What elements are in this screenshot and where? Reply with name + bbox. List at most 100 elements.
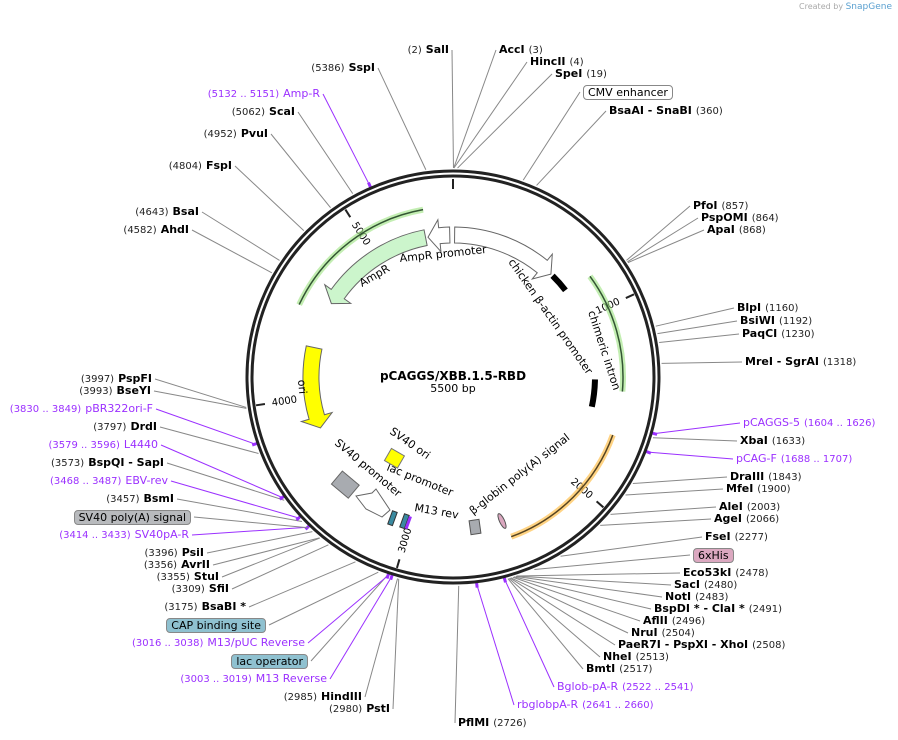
label-connector xyxy=(600,518,712,526)
enzyme-site-fspi[interactable]: (4804)FspI xyxy=(165,160,232,173)
enzyme-site-nrui[interactable]: NruI(2504) xyxy=(631,627,699,640)
enzyme-site-pvui[interactable]: (4952)PvuI xyxy=(200,128,268,141)
label-connector xyxy=(451,49,454,169)
label-name: BsaAI - SnaBI xyxy=(609,104,692,117)
bglobin-polya-feature[interactable] xyxy=(468,518,482,536)
enzyme-site-saci[interactable]: SacI(2480) xyxy=(674,579,741,592)
plasmid-name: pCAGGS/XBB.1.5-RBD xyxy=(380,369,526,383)
ruler-tick xyxy=(595,500,605,509)
label-position: (1900) xyxy=(757,484,791,495)
enzyme-site-acci[interactable]: AccI(3) xyxy=(499,44,547,57)
m13-rev-primer[interactable] xyxy=(404,516,412,530)
cap-binding-site-feature[interactable] xyxy=(387,510,398,527)
feature-cmv[interactable]: CMV enhancer xyxy=(583,85,673,100)
enzyme-site-bsai[interactable]: (4643)BsaI xyxy=(131,206,199,219)
enzyme-site-alei[interactable]: AleI(2003) xyxy=(719,501,784,514)
label-position: (360) xyxy=(695,106,723,117)
enzyme-site-draiii[interactable]: DraIII(1843) xyxy=(730,471,806,484)
enzyme-site-sspi[interactable]: (5386)SspI xyxy=(307,62,375,75)
enzyme-site-aflii[interactable]: AflII(2496) xyxy=(643,615,709,628)
enzyme-site-eco53ki[interactable]: Eco53kI(2478) xyxy=(683,567,773,580)
feature-6xhis[interactable]: 6xHis xyxy=(693,548,734,563)
enzyme-site-psii[interactable]: (3396)PsiI xyxy=(140,547,204,560)
label-connector xyxy=(322,93,371,186)
label-position: (5062) xyxy=(231,107,266,118)
enzyme-site-noti[interactable]: NotI(2483) xyxy=(665,591,732,604)
primer-pcagf[interactable]: pCAG-F(1688 .. 1707) xyxy=(736,453,856,466)
chimeric-intron-segment[interactable] xyxy=(550,273,568,293)
label-position: (3) xyxy=(528,45,543,56)
label-connector xyxy=(310,575,388,662)
cba-promoter-arrow[interactable] xyxy=(454,226,553,280)
label-connector xyxy=(661,361,743,364)
primer-rbglobpar[interactable]: rbglobpA-R(2641 .. 2660) xyxy=(517,699,658,712)
enzyme-site-bspqi[interactable]: (3573)BspQI - SapI xyxy=(47,457,164,470)
enzyme-site-apai[interactable]: ApaI(868) xyxy=(707,224,770,237)
enzyme-site-hindiii[interactable]: (2985)HindIII xyxy=(280,691,362,704)
enzyme-site-pflmi[interactable]: PflMI(2726) xyxy=(458,717,531,730)
enzyme-site-sfii[interactable]: (3309)SfiI xyxy=(168,583,229,596)
lac-operator-feature[interactable] xyxy=(399,513,410,530)
label-connector xyxy=(560,536,703,557)
enzyme-site-pfoi[interactable]: PfoI(857) xyxy=(693,200,752,213)
enzyme-site-paqci[interactable]: PaqCI(1230) xyxy=(742,328,819,341)
primer-l4440[interactable]: (3579 .. 3596)L4440 xyxy=(44,439,158,452)
ampr-promoter-arrow[interactable] xyxy=(427,218,451,254)
enzyme-site-pspomi[interactable]: PspOMI(864) xyxy=(701,212,783,225)
enzyme-site-fsei[interactable]: FseI(2277) xyxy=(705,531,772,544)
chimeric-intron-segment[interactable] xyxy=(588,379,598,408)
chimeric-intron-track[interactable] xyxy=(589,275,624,392)
primer-pbr322orif[interactable]: (3830 .. 3849)pBR322ori-F xyxy=(6,403,153,416)
enzyme-site-stui[interactable]: (3355)StuI xyxy=(153,571,219,584)
label-position: (2726) xyxy=(493,718,527,729)
primer-m13[interactable]: (3003 .. 3019)M13 Reverse xyxy=(176,673,327,686)
enzyme-site-sali[interactable]: (2)SalI xyxy=(404,44,449,57)
label-connector xyxy=(454,585,460,724)
enzyme-site-avrii[interactable]: (3356)AvrII xyxy=(140,559,210,572)
primer-bglobpar[interactable]: Bglob-pA-R(2522 .. 2541) xyxy=(557,681,698,694)
enzyme-site-agei[interactable]: AgeI(2066) xyxy=(714,513,783,526)
ampr-arrow[interactable] xyxy=(323,229,428,305)
6xhis-feature[interactable] xyxy=(496,513,507,530)
primer-ebvrev[interactable]: (3468 .. 3487)EBV-rev xyxy=(46,475,168,488)
feature-cap[interactable]: CAP binding site xyxy=(166,618,266,633)
enzyme-site-bsaai[interactable]: BsaAI - SnaBI(360) xyxy=(609,105,727,118)
label-name: BspQI - SapI xyxy=(88,456,164,469)
enzyme-site-paer7i[interactable]: PaeR7I - PspXI - XhoI(2508) xyxy=(618,639,789,652)
enzyme-site-nhei[interactable]: NheI(2513) xyxy=(603,651,673,664)
enzyme-site-psti[interactable]: (2980)PstI xyxy=(325,703,390,716)
lac-promoter-arrow[interactable] xyxy=(355,488,391,518)
enzyme-site-hincii[interactable]: HincII(4) xyxy=(530,56,588,69)
enzyme-site-mfei[interactable]: MfeI(1900) xyxy=(726,483,795,496)
sv40-promoter-feature[interactable] xyxy=(330,470,360,499)
enzyme-site-drdi[interactable]: (3797)DrdI xyxy=(89,421,157,434)
enzyme-site-xbai[interactable]: XbaI(1633) xyxy=(740,435,809,448)
enzyme-site-pspfi[interactable]: (3997)PspFI xyxy=(77,373,152,386)
enzyme-site-blpi[interactable]: BlpI(1160) xyxy=(737,302,802,315)
enzyme-site-spei[interactable]: SpeI(19) xyxy=(555,68,611,81)
enzyme-site-scai[interactable]: (5062)ScaI xyxy=(228,106,295,119)
sv40-ori-feature[interactable] xyxy=(383,447,406,469)
enzyme-site-mrei[interactable]: MreI - SgrAI(1318) xyxy=(745,356,860,369)
primer-ampr[interactable]: (5132 .. 5151)Amp-R xyxy=(204,88,320,101)
enzyme-site-ahdi[interactable]: (4582)AhdI xyxy=(119,224,189,237)
enzyme-site-bmti[interactable]: BmtI(2517) xyxy=(586,663,656,676)
enzyme-site-bsiwi[interactable]: BsiWI(1192) xyxy=(740,315,816,328)
enzyme-site-bspdi[interactable]: BspDI * - ClaI *(2491) xyxy=(654,603,786,616)
label-position: (3356) xyxy=(143,560,178,571)
primer-pcaggs5[interactable]: pCAGGS-5(1604 .. 1626) xyxy=(743,417,879,430)
enzyme-site-bsabi[interactable]: (3175)BsaBI * xyxy=(160,601,246,614)
label-name: CAP binding site xyxy=(171,619,261,632)
enzyme-site-bseyi[interactable]: (3993)BseYI xyxy=(75,385,151,398)
feature-sv40[interactable]: SV40 poly(A) signal xyxy=(73,510,191,525)
primer-m13puc[interactable]: (3016 .. 3038)M13/pUC Reverse xyxy=(128,637,305,650)
cds-track[interactable] xyxy=(510,434,614,538)
feature-label-m13-rev: M13 rev xyxy=(413,501,460,522)
ruler-tick xyxy=(625,293,635,299)
ori-arrow[interactable] xyxy=(299,345,334,429)
label-position: (3797) xyxy=(93,422,127,433)
feature-lac[interactable]: lac operator xyxy=(231,654,308,669)
primer-sv40par[interactable]: (3414 .. 3433)SV40pA-R xyxy=(55,529,189,542)
enzyme-site-bsmi[interactable]: (3457)BsmI xyxy=(102,493,174,506)
label-position: (3309) xyxy=(171,584,205,595)
